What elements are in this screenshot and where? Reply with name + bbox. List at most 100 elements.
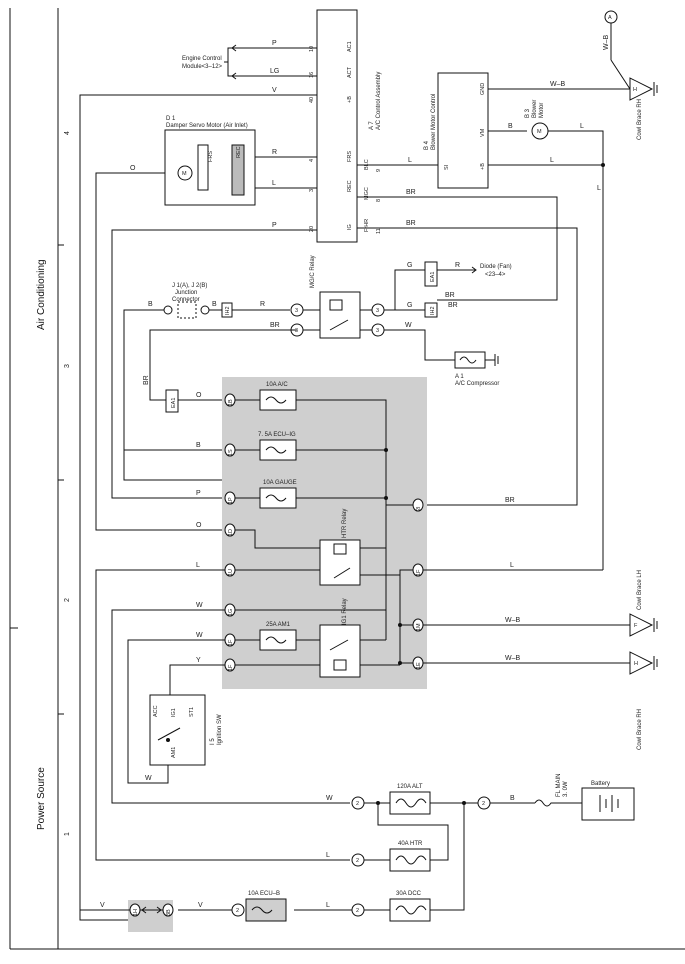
wire-br-frhr	[357, 227, 578, 506]
connector-label: 2	[356, 801, 359, 807]
wire-label: B	[212, 301, 217, 308]
wire-b-junction	[123, 309, 222, 481]
wire-label: R	[455, 262, 460, 269]
damper-frs: FRS	[208, 151, 214, 162]
connector-label: EA1	[430, 272, 436, 282]
cowl-brace-lh: Cowl Brace LH	[637, 570, 643, 610]
connector-label: 1P	[228, 497, 234, 504]
ground-label: H	[633, 87, 637, 93]
junction-code: J 1(A), J 2(B)	[172, 283, 207, 289]
wire-label: W–B	[550, 81, 566, 88]
diode-ref: <23–4>	[485, 272, 506, 278]
fuse-ecu-b	[245, 898, 287, 922]
compressor-name: A/C Compressor	[455, 381, 499, 387]
wire-label: BR	[445, 292, 455, 299]
wire-w-ignition	[127, 639, 225, 784]
grid-number: 1	[64, 832, 71, 836]
ignition-acc: ACC	[153, 705, 159, 717]
htr-relay-label: HTR Relay	[342, 509, 348, 538]
connector-label: 1F	[416, 569, 422, 576]
ground-label: F	[634, 623, 638, 629]
ac-control-pins: AC1 ACT +B FRS REC IG BLC MGC FrHR 10 16…	[309, 41, 382, 234]
pin-ig: IG	[347, 224, 353, 230]
connector-label: 1D	[228, 529, 234, 536]
wire-label: O	[196, 522, 202, 529]
ac-control-assembly	[316, 9, 358, 243]
pin-number: 10	[309, 46, 315, 52]
connector-label: 1F	[228, 664, 234, 671]
wire-label: W	[326, 795, 333, 802]
wire-label: L	[326, 852, 330, 859]
point-a-label: A	[608, 15, 612, 21]
wire-label: L	[597, 185, 601, 192]
wire-label: V	[198, 902, 203, 909]
pin-number: 8	[376, 199, 382, 202]
ac-compressor	[454, 351, 486, 369]
ig1-relay-label: IG1 Relay	[342, 598, 348, 625]
ecm-brace	[224, 47, 232, 77]
fuse-label: 120A ALT	[397, 784, 423, 790]
wire-label: LG	[270, 68, 279, 75]
wire-p-ig	[111, 229, 317, 499]
wire-label: W	[405, 322, 412, 329]
diode-label: Diode (Fan)	[480, 264, 512, 270]
ignition-switch	[149, 694, 206, 766]
pin-ac1: AC1	[347, 41, 353, 52]
ground-f	[629, 613, 654, 637]
connector-label: 2	[236, 908, 239, 914]
blower-name: Blower	[532, 100, 538, 118]
connector-ih2-right	[424, 302, 438, 318]
pin-frs: FRS	[347, 151, 353, 162]
wire-label: L	[580, 123, 584, 130]
wire-y-ig1	[169, 664, 225, 695]
wire-label: W–B	[505, 655, 521, 662]
damper-motor-symbol	[177, 165, 193, 181]
fuse-ecu-ig: 1S 7. 5A ECU–IG	[224, 432, 388, 461]
junction-name2: Connector	[172, 297, 200, 303]
damper-rec: REC	[236, 146, 242, 158]
wire-label: O	[130, 165, 136, 172]
wire-label: W–B	[603, 35, 610, 51]
wire-label: L	[408, 157, 412, 164]
pin-number: 20	[309, 226, 315, 232]
wire-l-blower	[548, 130, 604, 165]
blower-motor-control	[437, 72, 489, 189]
connector-ea1-diode	[424, 261, 438, 287]
connector-label: 1G	[228, 609, 234, 616]
fl-main-size: 3. 0W	[563, 781, 569, 797]
wire-label: V	[272, 87, 277, 94]
wire-label: BR	[448, 302, 458, 309]
ac-control-code: A 7	[369, 121, 375, 130]
wire-label: R	[272, 149, 277, 156]
ignition-am1: AM1	[171, 747, 177, 758]
wire-label: BR	[143, 375, 150, 385]
fuse-label: 30A DCC	[396, 891, 422, 897]
junction-connector	[177, 301, 197, 319]
cowl-brace-rh-top: Cowl Brace RH	[637, 99, 643, 140]
fuse-label: 10A A/C	[266, 382, 288, 388]
wire-label: B	[196, 442, 201, 449]
ground-top	[629, 77, 654, 101]
pin-number: 3	[309, 189, 315, 192]
wire-label: G	[407, 262, 412, 269]
wire-l-htr	[95, 569, 350, 861]
wire-label: L	[510, 562, 514, 569]
engine-ecm-label: Engine Control	[182, 56, 222, 62]
wire-label: BR	[505, 497, 515, 504]
pin-act: ACT	[347, 66, 353, 78]
wire-label: W–B	[505, 617, 521, 624]
grid-number: 2	[64, 598, 71, 602]
connector-label: 1M	[416, 623, 422, 631]
fuse-gauge: 1P 10A GAUGE	[224, 480, 388, 509]
wire-label: BR	[270, 322, 280, 329]
wire-v-plus-b	[79, 94, 317, 921]
ignition-name: Ignition SW	[217, 714, 223, 745]
pin-number: 16	[309, 72, 315, 78]
wire-label: L	[550, 157, 554, 164]
blower-name2: Motor	[539, 103, 545, 118]
wire-label: Y	[196, 657, 201, 664]
wire-label: BR	[406, 189, 416, 196]
wire-label: BR	[406, 220, 416, 227]
